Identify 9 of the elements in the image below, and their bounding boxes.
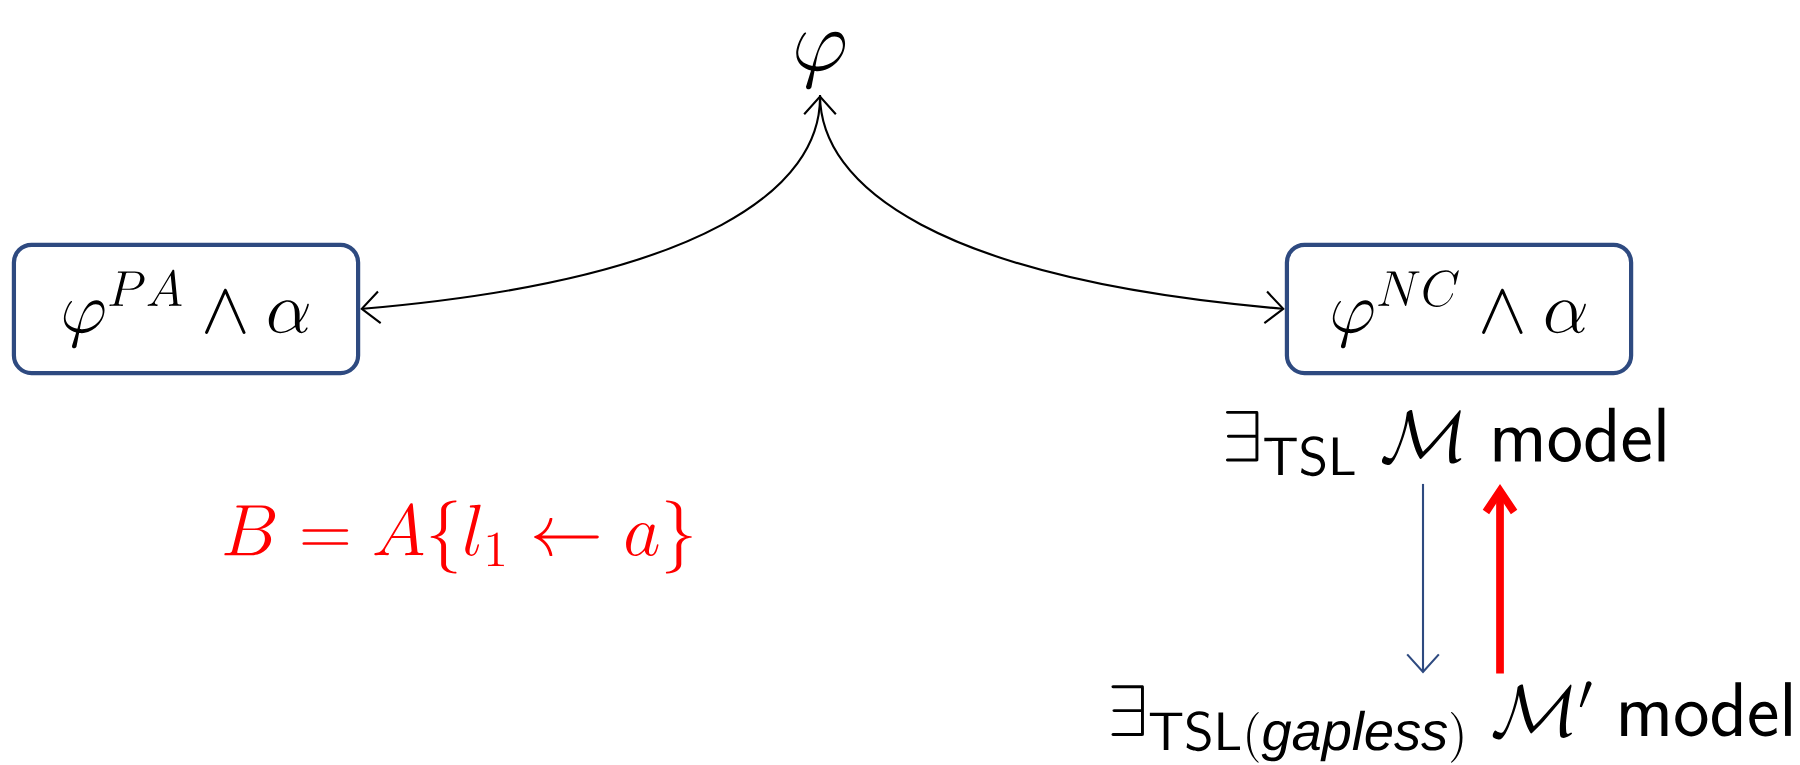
arrow	[360, 95, 837, 324]
formula-text: $\varphi$	[796, 31, 846, 90]
formula-box: $\varphi^{NC} \wedge \alpha$	[1284, 242, 1634, 376]
formula-text: $\exists_{\mathsf{TSL}}\ \mathcal{M}\ \mathsf{model}$	[1225, 407, 1665, 477]
formula-label: $B = A\{l_1 \leftarrow a\}$	[224, 500, 692, 574]
formula-text: $\exists_{\mathsf{TSL}(\mathit{gapless})}\ \mathcal{M}'\ \mathsf{model}$	[1111, 681, 1791, 763]
arrow	[818, 94, 1285, 324]
formula-box: $\varphi^{PA} \wedge \alpha$	[11, 242, 361, 376]
arrow	[1406, 483, 1440, 674]
